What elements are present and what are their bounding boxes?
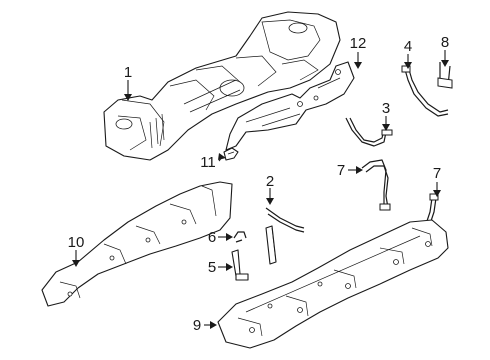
callout-7-right: 7 xyxy=(433,165,441,182)
clip-11 xyxy=(223,147,239,161)
leader-lines xyxy=(72,50,449,329)
callout-6: 6 xyxy=(208,229,216,246)
tank-strap-4 xyxy=(401,65,449,117)
callout-7-left: 7 xyxy=(337,162,345,179)
support-bracket-2 xyxy=(265,207,305,265)
bracket-5 xyxy=(231,249,249,281)
callout-10: 10 xyxy=(68,234,85,251)
callout-4: 4 xyxy=(404,38,412,55)
callout-12: 12 xyxy=(350,35,367,52)
callout-2: 2 xyxy=(266,173,274,190)
upper-heat-shield xyxy=(225,61,355,151)
skid-plate xyxy=(217,219,449,349)
callout-11: 11 xyxy=(200,154,216,171)
callout-8: 8 xyxy=(441,34,449,51)
callout-9: 9 xyxy=(193,317,201,334)
tank-strap-7a xyxy=(361,159,391,211)
fuel-tank xyxy=(103,11,341,161)
strap-bracket-8 xyxy=(437,62,453,89)
callout-3: 3 xyxy=(382,100,390,117)
hook-6 xyxy=(233,231,247,243)
tank-strap-3 xyxy=(345,117,393,147)
lower-heat-shield xyxy=(41,181,233,307)
callout-5: 5 xyxy=(208,259,216,276)
callout-1: 1 xyxy=(124,64,132,81)
callout-numbers: 1 2 3 4 5 6 7 7 8 9 10 11 12 xyxy=(68,34,450,334)
